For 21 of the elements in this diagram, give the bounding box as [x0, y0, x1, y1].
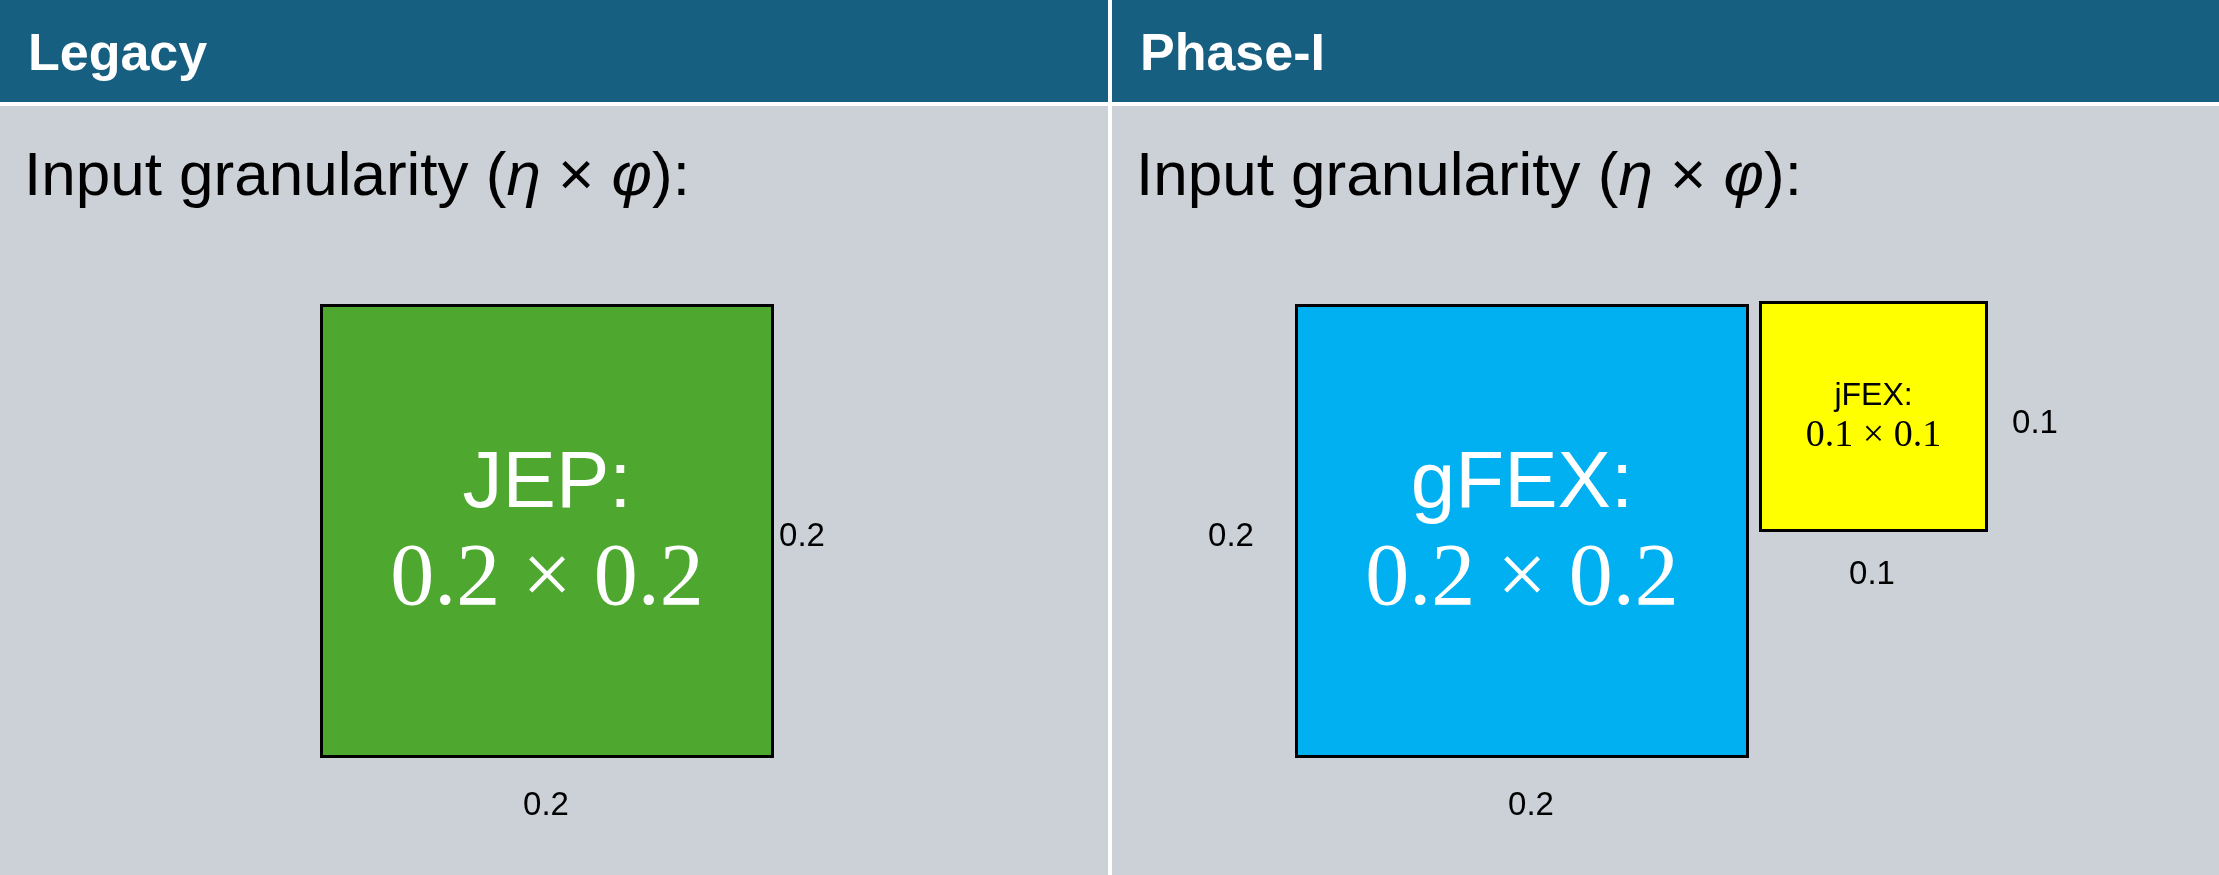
- granularity-box: [1759, 301, 1988, 532]
- box-title: JEP:: [462, 436, 632, 525]
- dimension-label: 0.1: [2012, 403, 2058, 441]
- panel: [1112, 0, 2219, 875]
- dimension-label: 0.2: [1508, 785, 1554, 823]
- box-title: gFEX:: [1410, 436, 1634, 525]
- granularity-box: [1295, 304, 1749, 758]
- panel: [0, 0, 1108, 875]
- dimension-label: 0.2: [779, 516, 825, 554]
- panel-title: Legacy: [28, 22, 208, 82]
- box-value: 0.1 × 0.1: [1805, 412, 1942, 456]
- granularity-heading: Input granularity (η × φ):: [24, 138, 690, 209]
- dimension-label: 0.1: [1849, 554, 1895, 592]
- box-value: 0.2 × 0.2: [390, 525, 704, 626]
- panel-title: Phase-I: [1140, 22, 1325, 82]
- granularity-box: [320, 304, 774, 758]
- box-value: 0.2 × 0.2: [1365, 525, 1679, 626]
- granularity-heading: Input granularity (η × φ):: [1136, 138, 1802, 209]
- box-title: jFEX:: [1834, 377, 1913, 413]
- dimension-label: 0.2: [523, 785, 569, 823]
- dimension-label: 0.2: [1208, 516, 1254, 554]
